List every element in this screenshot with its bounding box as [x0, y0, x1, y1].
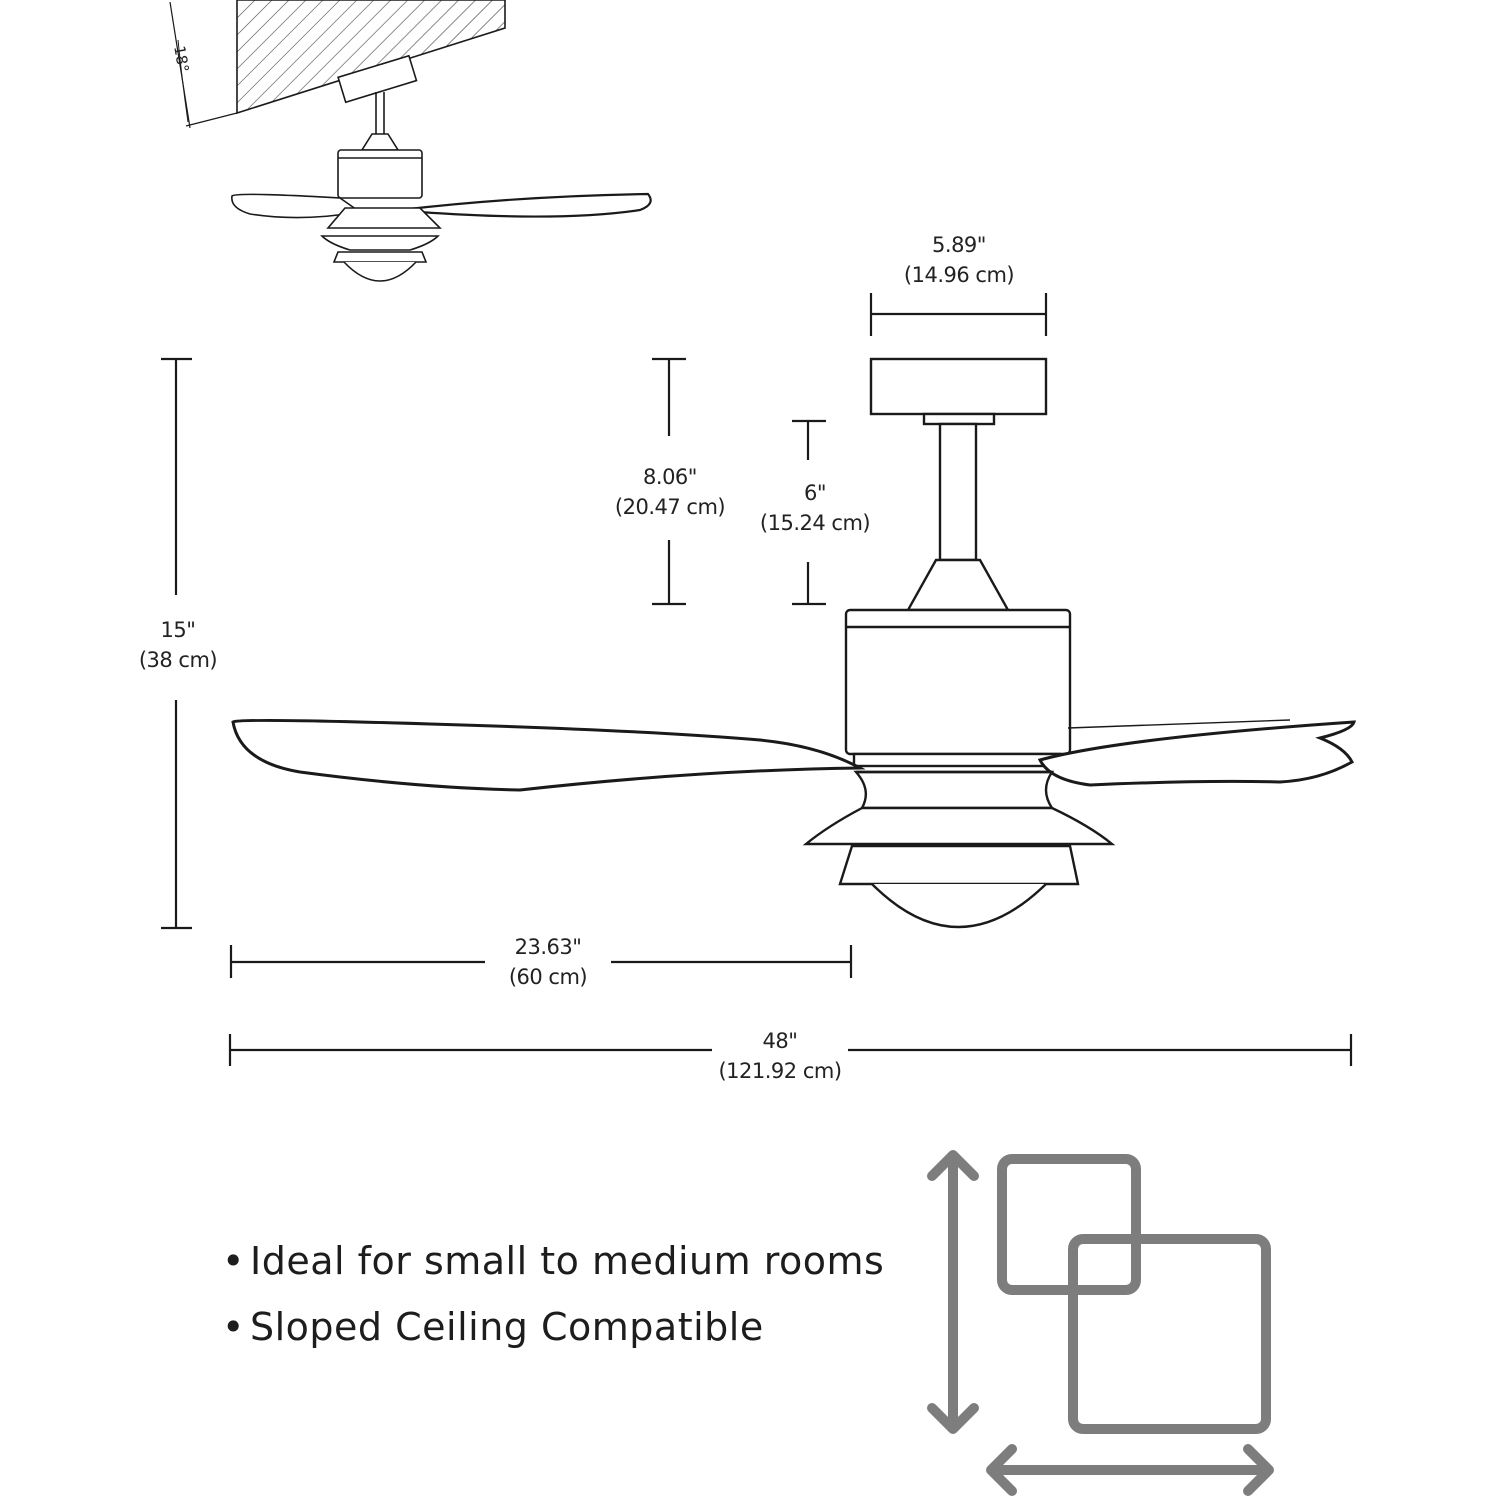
ceiling-canopy [869, 357, 1048, 416]
motor-housing [844, 608, 1072, 756]
total-height-label: 15" (38 cm) [122, 615, 234, 675]
mount-width-label: 5.89" (14.96 cm) [880, 230, 1038, 290]
mount-width-cm: (14.96 cm) [880, 260, 1038, 290]
mount-height-label: 8.06" (20.47 cm) [603, 462, 737, 522]
mount-height-inches: 8.06" [603, 462, 737, 492]
blade-hub [853, 770, 1055, 810]
feature-list: •Ideal for small to medium rooms •Sloped… [222, 1228, 922, 1360]
room-size-icon [927, 1150, 1274, 1496]
mount-width-inches: 5.89" [880, 230, 1038, 260]
downrod-cm: (15.24 cm) [748, 508, 882, 538]
total-height-cm: (38 cm) [122, 645, 234, 675]
downrod [938, 422, 978, 562]
blade-length-inches: 23.63" [488, 932, 608, 962]
large-room-square [1068, 1234, 1271, 1434]
inset-light-globe [343, 261, 417, 282]
upper-shade [802, 806, 1116, 846]
inset-canopy [337, 54, 418, 104]
blade-length-cm: (60 cm) [488, 962, 608, 992]
diameter-label: 48" (121.92 cm) [712, 1026, 848, 1086]
sloped-ceiling [236, 0, 506, 115]
feature-text: Sloped Ceiling Compatible [250, 1305, 764, 1349]
inset-right-blade [399, 192, 652, 218]
diameter-inches: 48" [712, 1026, 848, 1056]
sloped-ceiling-inset [169, 0, 652, 282]
blade-length-label: 23.63" (60 cm) [488, 932, 608, 992]
feature-item: •Ideal for small to medium rooms [222, 1239, 885, 1283]
dimension-lines [161, 293, 1353, 1066]
feature-item: •Sloped Ceiling Compatible [222, 1305, 764, 1349]
left-blade [231, 718, 866, 792]
total-height-inches: 15" [122, 615, 234, 645]
inset-left-blade [231, 193, 363, 219]
inset-motor [337, 149, 423, 199]
diameter-cm: (121.92 cm) [712, 1056, 848, 1086]
downrod-inches: 6" [748, 478, 882, 508]
mount-height-cm: (20.47 cm) [603, 492, 737, 522]
light-globe [871, 883, 1047, 929]
right-blade [1037, 720, 1356, 787]
lower-shade [838, 844, 1080, 886]
downrod-label: 6" (15.24 cm) [748, 478, 882, 538]
fan-main [231, 357, 1356, 929]
feature-text: Ideal for small to medium rooms [250, 1239, 885, 1283]
